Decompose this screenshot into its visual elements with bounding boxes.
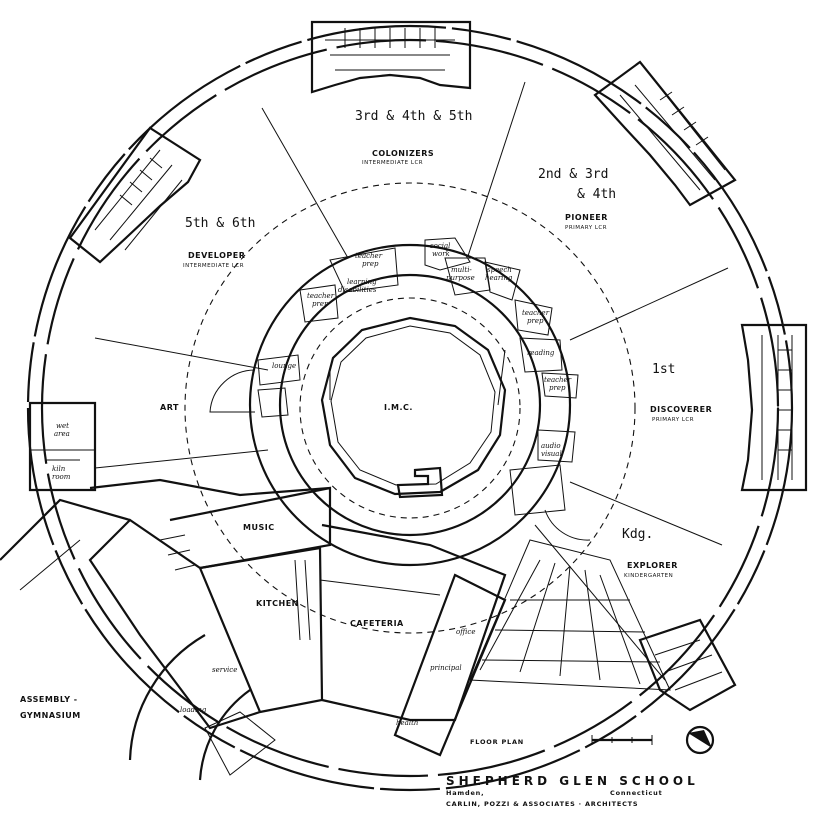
room-wet-area-a: wet <box>56 422 69 430</box>
room-assembly-a: ASSEMBLY - <box>20 695 78 704</box>
inner-core-ring <box>248 243 572 567</box>
unit-explorer-sub: KINDERGARTEN <box>624 573 673 579</box>
state-name: Connecticut <box>610 789 662 797</box>
unit-labels: COLONIZERS INTERMEDIATE LCR PIONEER PRIM… <box>183 149 712 579</box>
unit-discoverer: DISCOVERER <box>650 405 712 414</box>
core-resource-rooms <box>257 237 579 516</box>
school-name: SHEPHERD GLEN SCHOOL <box>446 774 699 788</box>
unit-colonizers: COLONIZERS <box>372 149 434 158</box>
entry-canopy-hatch <box>469 539 671 691</box>
unit-explorer: EXPLORER <box>627 561 678 570</box>
room-teacher-prep-2: teacher <box>307 292 335 300</box>
unit-developer-sub: INTERMEDIATE LCR <box>183 263 244 269</box>
room-kitchen: KITCHEN <box>256 599 299 608</box>
room-teacher-prep-4: teacher <box>544 376 572 384</box>
room-loading: loading <box>180 706 207 714</box>
grade-label-1: 1st <box>652 362 675 377</box>
grade-label-234b: & 4th <box>577 187 616 202</box>
grade-label-234a: 2nd & 3rd <box>538 167 608 182</box>
room-kiln-b: room <box>52 473 71 481</box>
room-audio-a: audio <box>541 442 561 450</box>
radial-partitions <box>94 81 729 681</box>
upper-left-service-pod <box>68 126 202 264</box>
room-social-a: social <box>430 242 450 250</box>
unit-pioneer-sub: PRIMARY LCR <box>565 225 607 231</box>
title-block: FLOOR PLAN SHEPHERD GLEN SCHOOL Hamden, … <box>446 738 699 808</box>
unit-developer: DEVELOPER <box>188 251 245 260</box>
grade-label-345: 3rd & 4th & 5th <box>355 109 472 124</box>
room-teacher-prep-1: teacher <box>355 252 383 260</box>
town-name: Hamden, <box>446 789 484 797</box>
room-art: ART <box>160 403 179 412</box>
top-service-pod <box>310 20 472 94</box>
floor-plan-label: FLOOR PLAN <box>470 738 524 746</box>
room-assembly-b: GYMNASIUM <box>20 711 81 720</box>
room-imc: I.M.C. <box>384 403 413 412</box>
room-cafeteria: CAFETERIA <box>350 619 404 628</box>
imc-outline <box>320 316 507 499</box>
right-service-pod <box>740 323 808 492</box>
unit-pioneer: PIONEER <box>565 213 608 222</box>
room-teacher-prep-4b: prep <box>549 384 566 392</box>
unit-colonizers-sub: INTERMEDIATE LCR <box>362 160 423 166</box>
grade-labels: 3rd & 4th & 5th 2nd & 3rd & 4th 5th & 6t… <box>185 109 675 542</box>
door-swings <box>209 369 591 541</box>
room-teacher-prep-1b: prep <box>362 260 379 268</box>
room-audio-b: visual <box>541 450 562 458</box>
circulation-dashed-rings <box>184 182 636 634</box>
room-multi-b: purpose <box>446 274 475 282</box>
room-labels: ART I.M.C. MUSIC KITCHEN CAFETERIA teach… <box>20 242 572 727</box>
left-art-pod <box>28 401 97 492</box>
grade-label-k: Kdg. <box>622 527 653 542</box>
room-service: service <box>212 666 237 674</box>
room-teacher-prep-2b: prep <box>312 300 329 308</box>
gymnasium-arc <box>0 498 276 781</box>
architects-credit: CARLIN, POZZI & ASSOCIATES · ARCHITECTS <box>446 800 638 808</box>
room-learning-dis-b: disabilities <box>338 286 377 294</box>
room-kiln-a: kiln <box>52 465 66 473</box>
north-arrow-icon <box>685 725 715 755</box>
lower-right-pod <box>638 618 737 712</box>
room-speech-b: hearing <box>485 274 513 282</box>
room-social-b: work <box>432 250 450 258</box>
room-office: office <box>456 628 475 636</box>
unit-discoverer-sub: PRIMARY LCR <box>652 417 694 423</box>
room-health: health <box>396 719 418 727</box>
room-music: MUSIC <box>243 523 275 532</box>
room-learning-dis-a: learning <box>347 278 377 286</box>
room-multi-a: multi- <box>451 266 472 274</box>
grade-label-56: 5th & 6th <box>185 216 255 231</box>
southern-wing-walls <box>88 478 507 757</box>
room-speech-a: speech <box>487 266 512 274</box>
room-reading: reading <box>527 349 555 357</box>
scale-bar <box>591 735 653 745</box>
room-wet-area-b: area <box>54 430 70 438</box>
room-teacher-prep-3b: prep <box>527 317 544 325</box>
upper-right-service-pod <box>593 60 737 207</box>
room-principal: principal <box>430 664 462 672</box>
room-lounge: lounge <box>272 362 296 370</box>
room-teacher-prep-3: teacher <box>522 309 550 317</box>
